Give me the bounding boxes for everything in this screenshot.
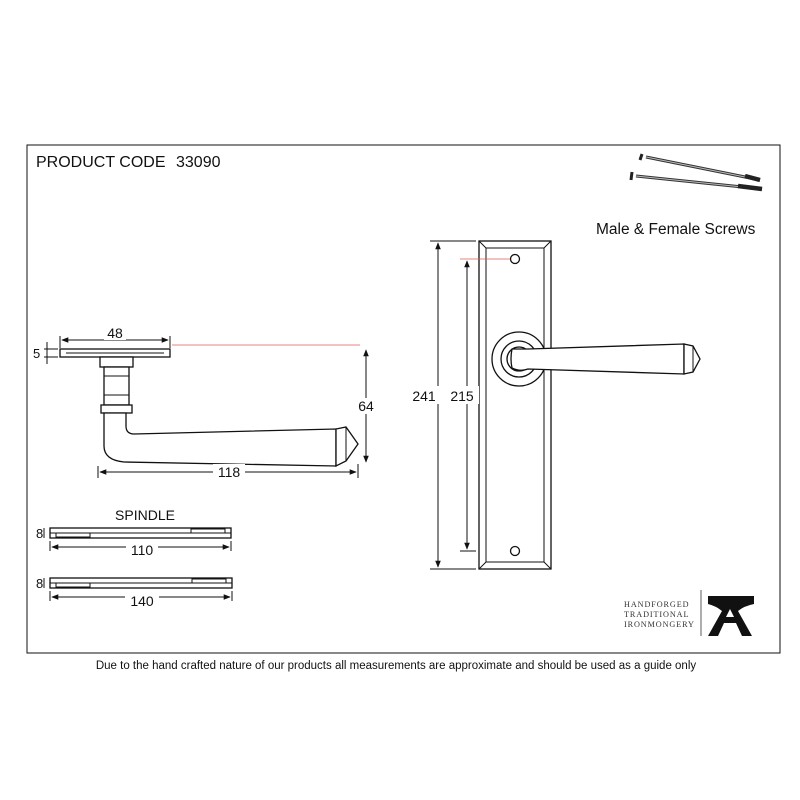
dim-rose-width: 48 [107, 325, 123, 341]
neck-shaft [103, 366, 130, 406]
female-screw [629, 171, 763, 192]
spindle-1-length: 110 [131, 542, 154, 558]
anvil-a-logo-icon [708, 596, 754, 636]
side-view: 48 5 64 118 [33, 325, 378, 480]
spindle-140: 8 140 [36, 576, 233, 609]
fixing-hole-bottom [509, 545, 521, 557]
dim-rose-thickness: 5 [33, 346, 40, 361]
screws-label: Male & Female Screws [596, 221, 756, 238]
dim-fixing-centres: 215 [450, 388, 474, 404]
dim-projection: 64 [358, 398, 374, 414]
product-code: 33090 [176, 154, 221, 171]
spindles: SPINDLE 8 110 8 140 [36, 507, 233, 609]
backplate-inner-edge [485, 247, 545, 563]
male-screw [638, 153, 761, 183]
backplate [478, 240, 552, 570]
lever-tip [335, 426, 359, 468]
brand-line-2: TRADITIONAL [624, 610, 689, 619]
front-view: 241 215 [407, 240, 701, 570]
spindle-2-size: 8 [36, 576, 43, 591]
product-code-label: PRODUCT CODE [36, 154, 166, 171]
dim-lever-length: 118 [218, 464, 241, 480]
drawing-frame [26, 144, 781, 654]
front-lever-arm [510, 343, 685, 375]
spindle-2-length: 140 [130, 593, 154, 609]
dim-plate-height: 241 [412, 388, 436, 404]
spindle-110: 8 110 [36, 526, 232, 558]
front-lever-tip [683, 343, 701, 375]
brand-block: HANDFORGED TRADITIONAL IRONMONGERY [624, 590, 754, 636]
brand-line-1: HANDFORGED [624, 600, 689, 609]
spindle-heading: SPINDLE [115, 507, 175, 523]
spindle-1-size: 8 [36, 526, 43, 541]
screws-illustration [629, 153, 763, 192]
lever-arm [103, 412, 337, 467]
neck-base [100, 404, 133, 414]
footer-disclaimer: Due to the hand crafted nature of our pr… [96, 660, 697, 672]
neck-collar [99, 356, 134, 368]
fixing-hole-top [509, 253, 521, 265]
brand-line-3: IRONMONGERY [624, 620, 695, 629]
